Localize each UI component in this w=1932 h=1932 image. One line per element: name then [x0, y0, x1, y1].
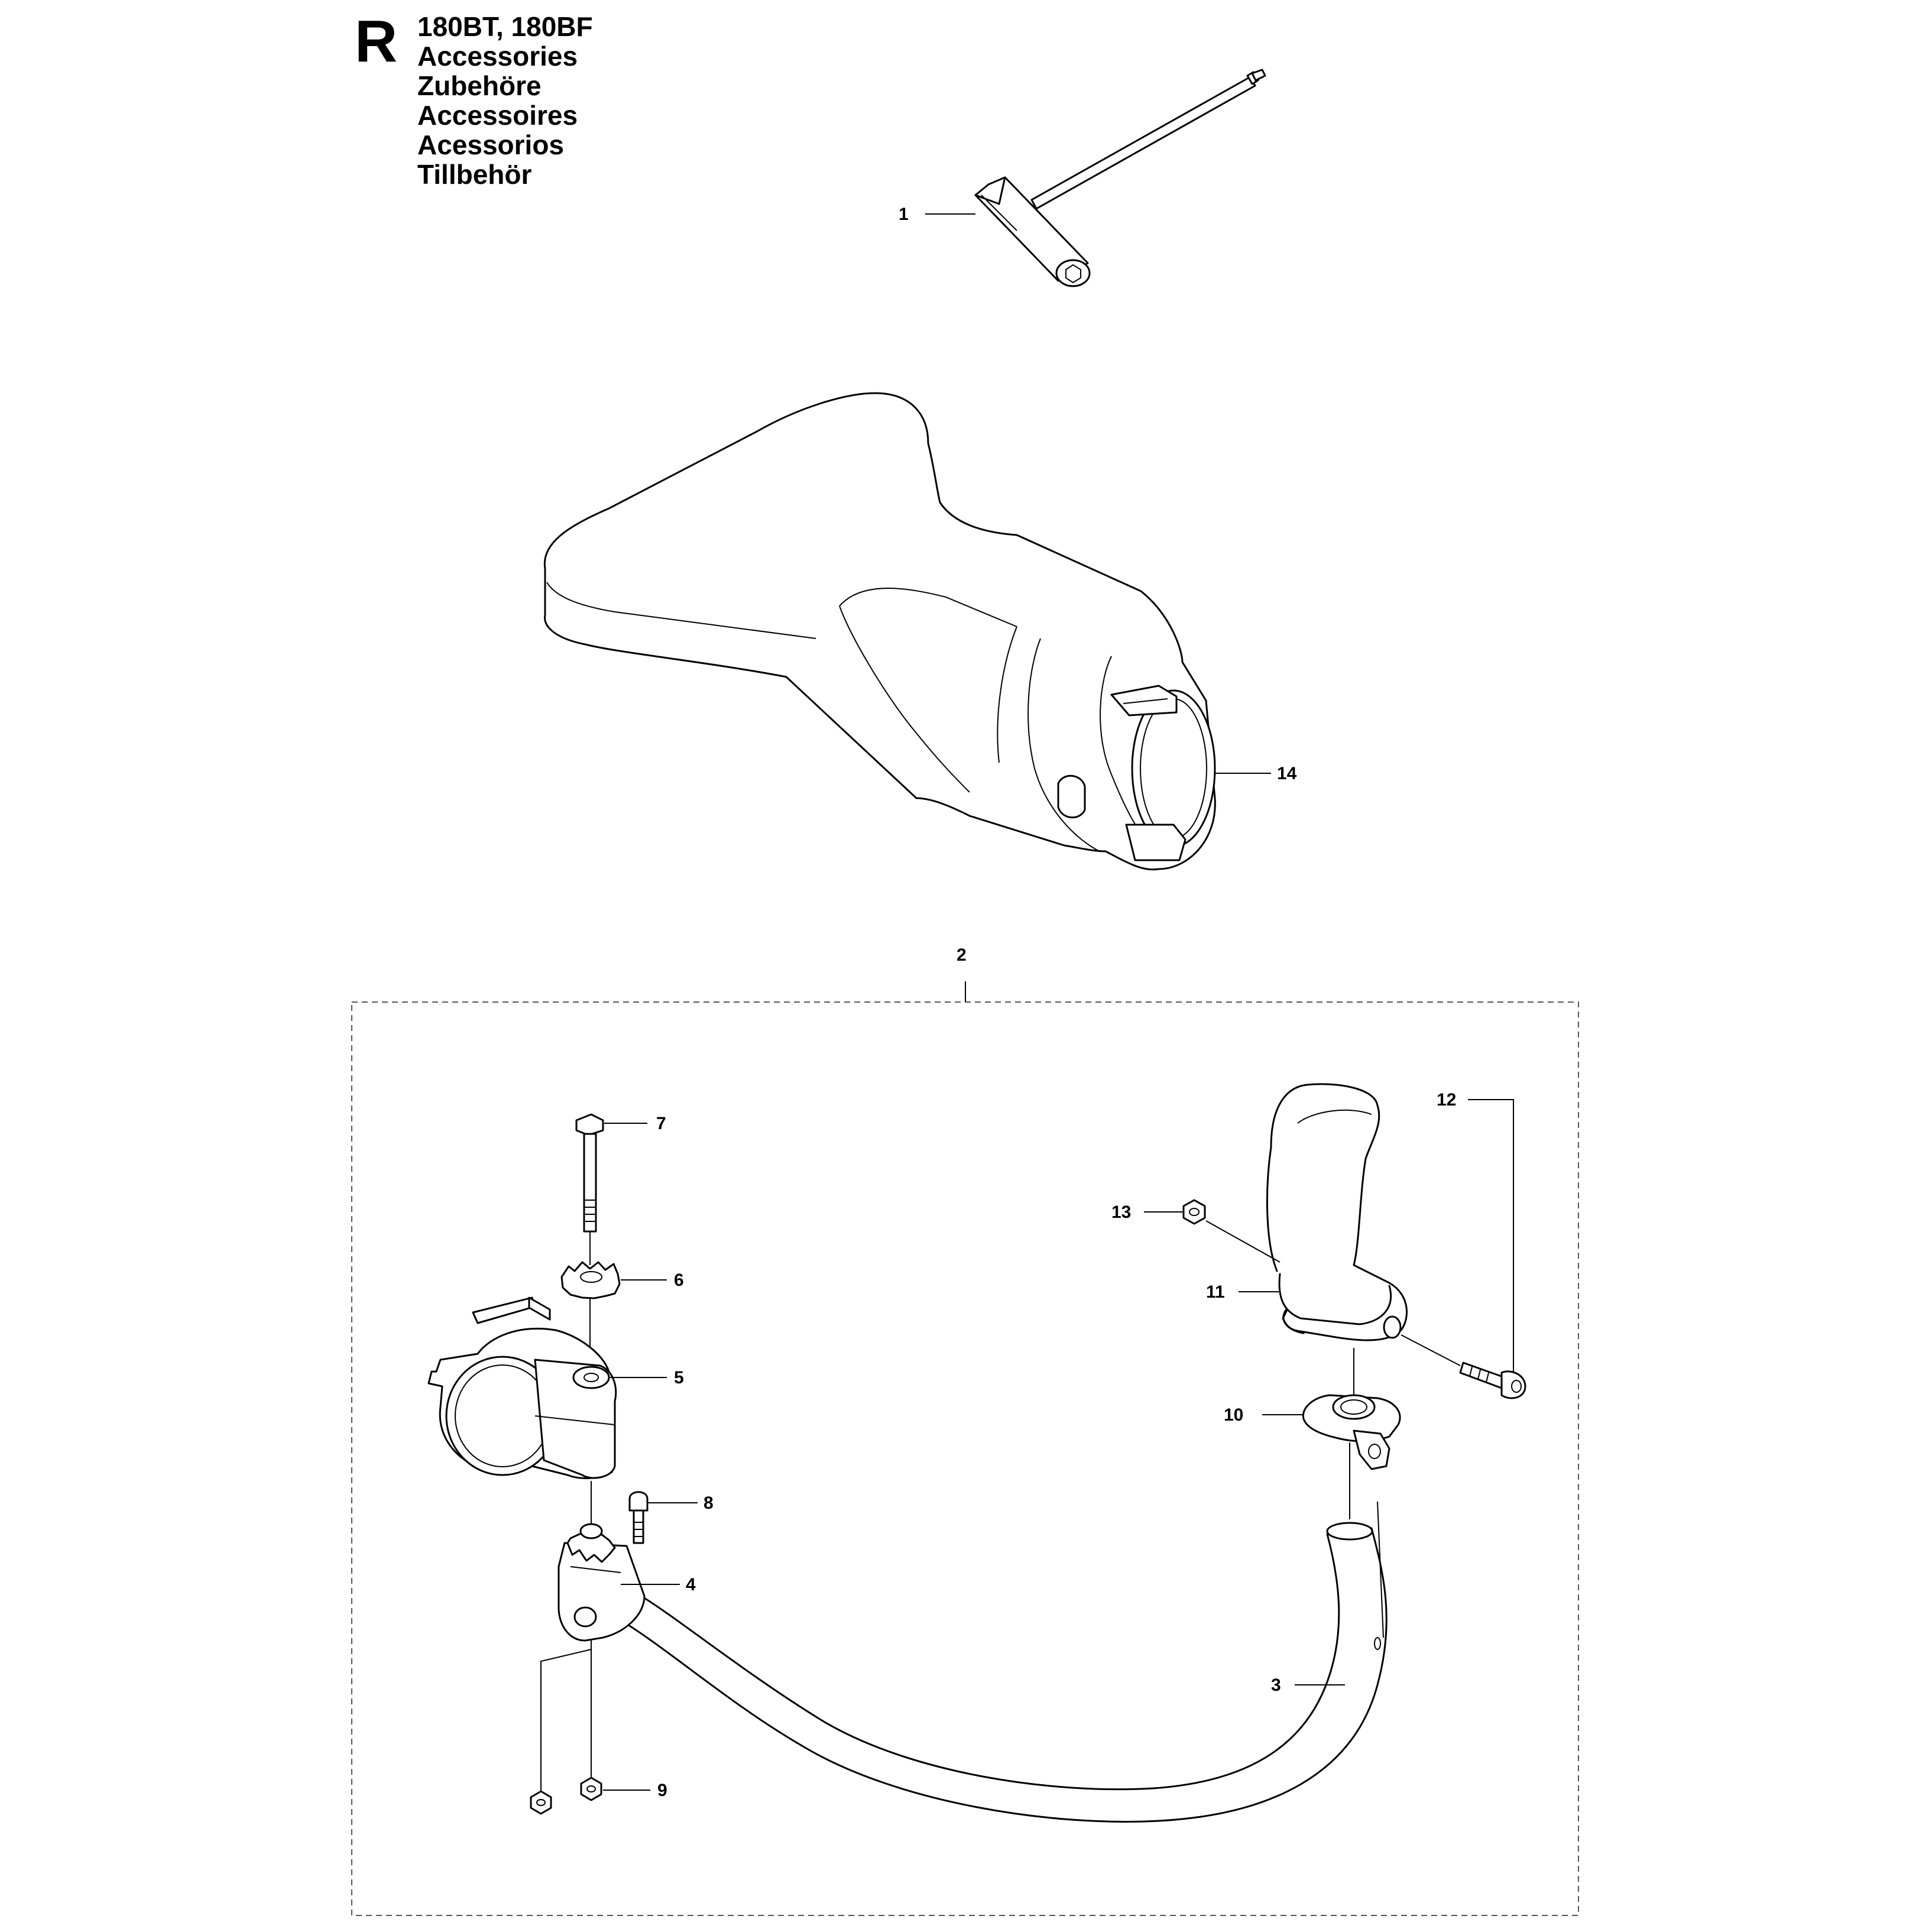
model-title: 180BT, 180BF — [417, 11, 593, 42]
toothed-washer — [560, 1261, 621, 1299]
title-german: Zubehöre — [417, 70, 542, 101]
handle-grip — [1266, 1083, 1408, 1341]
callout-4: 4 — [686, 1575, 696, 1594]
header-titles: 180BT, 180BF Accessories Zubehöre Access… — [417, 12, 593, 189]
bolt-long — [575, 1113, 604, 1233]
callout-7: 7 — [656, 1114, 666, 1133]
combination-wrench — [974, 69, 1266, 287]
title-portuguese: Acessorios — [417, 129, 565, 160]
callout-8: 8 — [704, 1493, 714, 1513]
axis-line-screw-12 — [1401, 1334, 1461, 1366]
callout-13: 13 — [1111, 1202, 1131, 1222]
callout-5: 5 — [674, 1368, 684, 1388]
axis-line-nut-13 — [1205, 1220, 1281, 1263]
callout-2: 2 — [957, 945, 967, 965]
handle-nut — [1182, 1199, 1206, 1225]
callout-6: 6 — [674, 1270, 684, 1290]
flat-nozzle — [543, 392, 1216, 871]
callout-11: 11 — [1206, 1282, 1225, 1302]
leader-12 — [1468, 1099, 1514, 1372]
title-french: Accessoires — [417, 100, 578, 131]
screw-small — [628, 1491, 649, 1544]
callout-9: 9 — [657, 1781, 667, 1800]
callout-14: 14 — [1277, 764, 1297, 783]
callout-1: 1 — [899, 205, 909, 224]
handle-screw — [1459, 1362, 1526, 1399]
callout-12: 12 — [1437, 1090, 1456, 1110]
handle-bracket — [557, 1523, 646, 1642]
axis-line-nut-left — [540, 1649, 592, 1806]
pipe-clamp — [427, 1296, 617, 1479]
callout-3: 3 — [1271, 1675, 1281, 1695]
title-english: Accessories — [417, 41, 578, 72]
section-letter: R — [355, 8, 398, 74]
handle-base — [1302, 1394, 1401, 1470]
loop-handle-bar — [614, 1501, 1388, 1823]
nut-right — [580, 1777, 602, 1801]
callout-10: 10 — [1224, 1405, 1243, 1425]
nut-left — [530, 1790, 552, 1815]
title-swedish: Tillbehör — [417, 159, 532, 190]
